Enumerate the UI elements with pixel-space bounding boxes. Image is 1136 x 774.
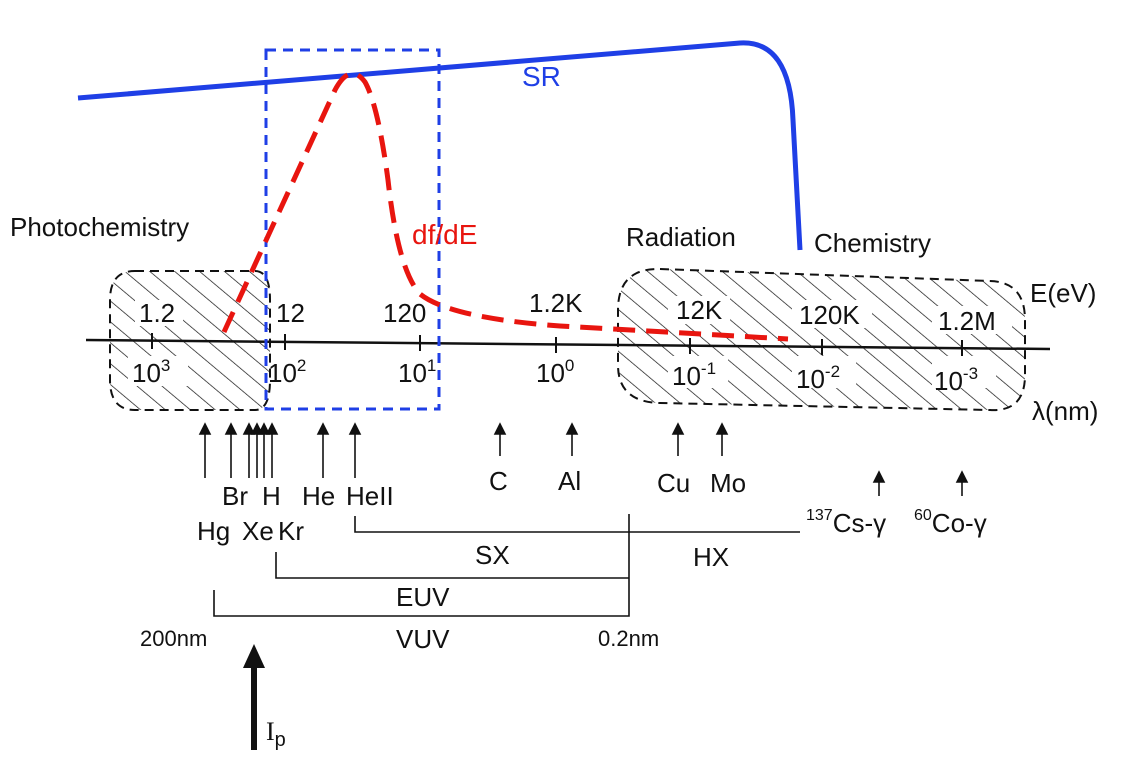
- radiation-label: Radiation: [626, 222, 736, 252]
- range-vuv: VUV: [396, 624, 450, 654]
- energy-tick: 1.2: [139, 298, 175, 328]
- ionization-arrow: [243, 644, 265, 750]
- range-hx: HX: [693, 542, 729, 572]
- vuv-start-label: 200nm: [140, 626, 207, 651]
- energy-tick: 1.2K: [529, 288, 583, 318]
- vuv-highlight-box: [264, 48, 441, 411]
- source-br: Br: [222, 481, 248, 511]
- source-h: H: [262, 481, 281, 511]
- energy-tick: 12: [276, 298, 305, 328]
- chemistry-label: Chemistry: [814, 228, 931, 258]
- range-labels: SX HX EUV VUV 200nm 0.2nm: [140, 540, 729, 654]
- source-al: Al: [558, 466, 581, 496]
- wavelength-tick: 102: [268, 356, 306, 388]
- source-cs-gamma: 137Cs-γ: [806, 507, 886, 538]
- dfde-label: df/dE: [412, 219, 477, 250]
- sr-curve: [77, 40, 803, 251]
- source-mo: Mo: [710, 468, 746, 498]
- wavelength-tick: 101: [398, 356, 436, 388]
- photochemistry-label: Photochemistry: [10, 212, 189, 242]
- source-hg: Hg: [197, 516, 230, 546]
- wavelength-axis-label: λ(nm): [1032, 396, 1098, 426]
- source-labels: Br H He HeII Hg Xe Kr C Al Cu Mo 137Cs-γ…: [197, 466, 987, 546]
- sr-label: SR: [522, 61, 561, 92]
- source-arrows: [198, 422, 969, 496]
- source-cu: Cu: [657, 468, 690, 498]
- source-xe: Xe: [242, 516, 274, 546]
- ionization-label: Ip: [266, 717, 286, 751]
- energy-axis-label: E(eV): [1030, 278, 1096, 308]
- wavelength-tick: 10-3: [934, 364, 978, 396]
- source-heii: HeII: [346, 481, 394, 511]
- main-axis: [85, 338, 1051, 351]
- wavelength-tick-labels: 103 102 101 100 10-1 10-2 10-3: [132, 356, 978, 396]
- range-euv: EUV: [396, 582, 450, 612]
- energy-tick-labels: 1.2 12 120 1.2K 12K 120K 1.2M: [139, 288, 996, 336]
- energy-tick: 1.2M: [938, 306, 996, 336]
- wavelength-tick: 103: [132, 356, 170, 388]
- energy-tick: 12K: [676, 295, 723, 325]
- source-c: C: [489, 466, 508, 496]
- source-kr: Kr: [278, 516, 304, 546]
- energy-tick: 120K: [799, 300, 860, 330]
- vuv-end-label: 0.2nm: [598, 626, 659, 651]
- wavelength-tick: 10-1: [672, 359, 716, 391]
- range-brackets: [213, 514, 800, 617]
- source-he: He: [302, 481, 335, 511]
- wavelength-tick: 100: [536, 356, 574, 388]
- range-sx: SX: [475, 540, 510, 570]
- axis-ticks: [151, 333, 963, 356]
- source-co-gamma: 60Co-γ: [914, 507, 987, 538]
- dfde-curve: [221, 71, 789, 342]
- wavelength-tick: 10-2: [796, 362, 840, 394]
- energy-tick: 120: [383, 298, 426, 328]
